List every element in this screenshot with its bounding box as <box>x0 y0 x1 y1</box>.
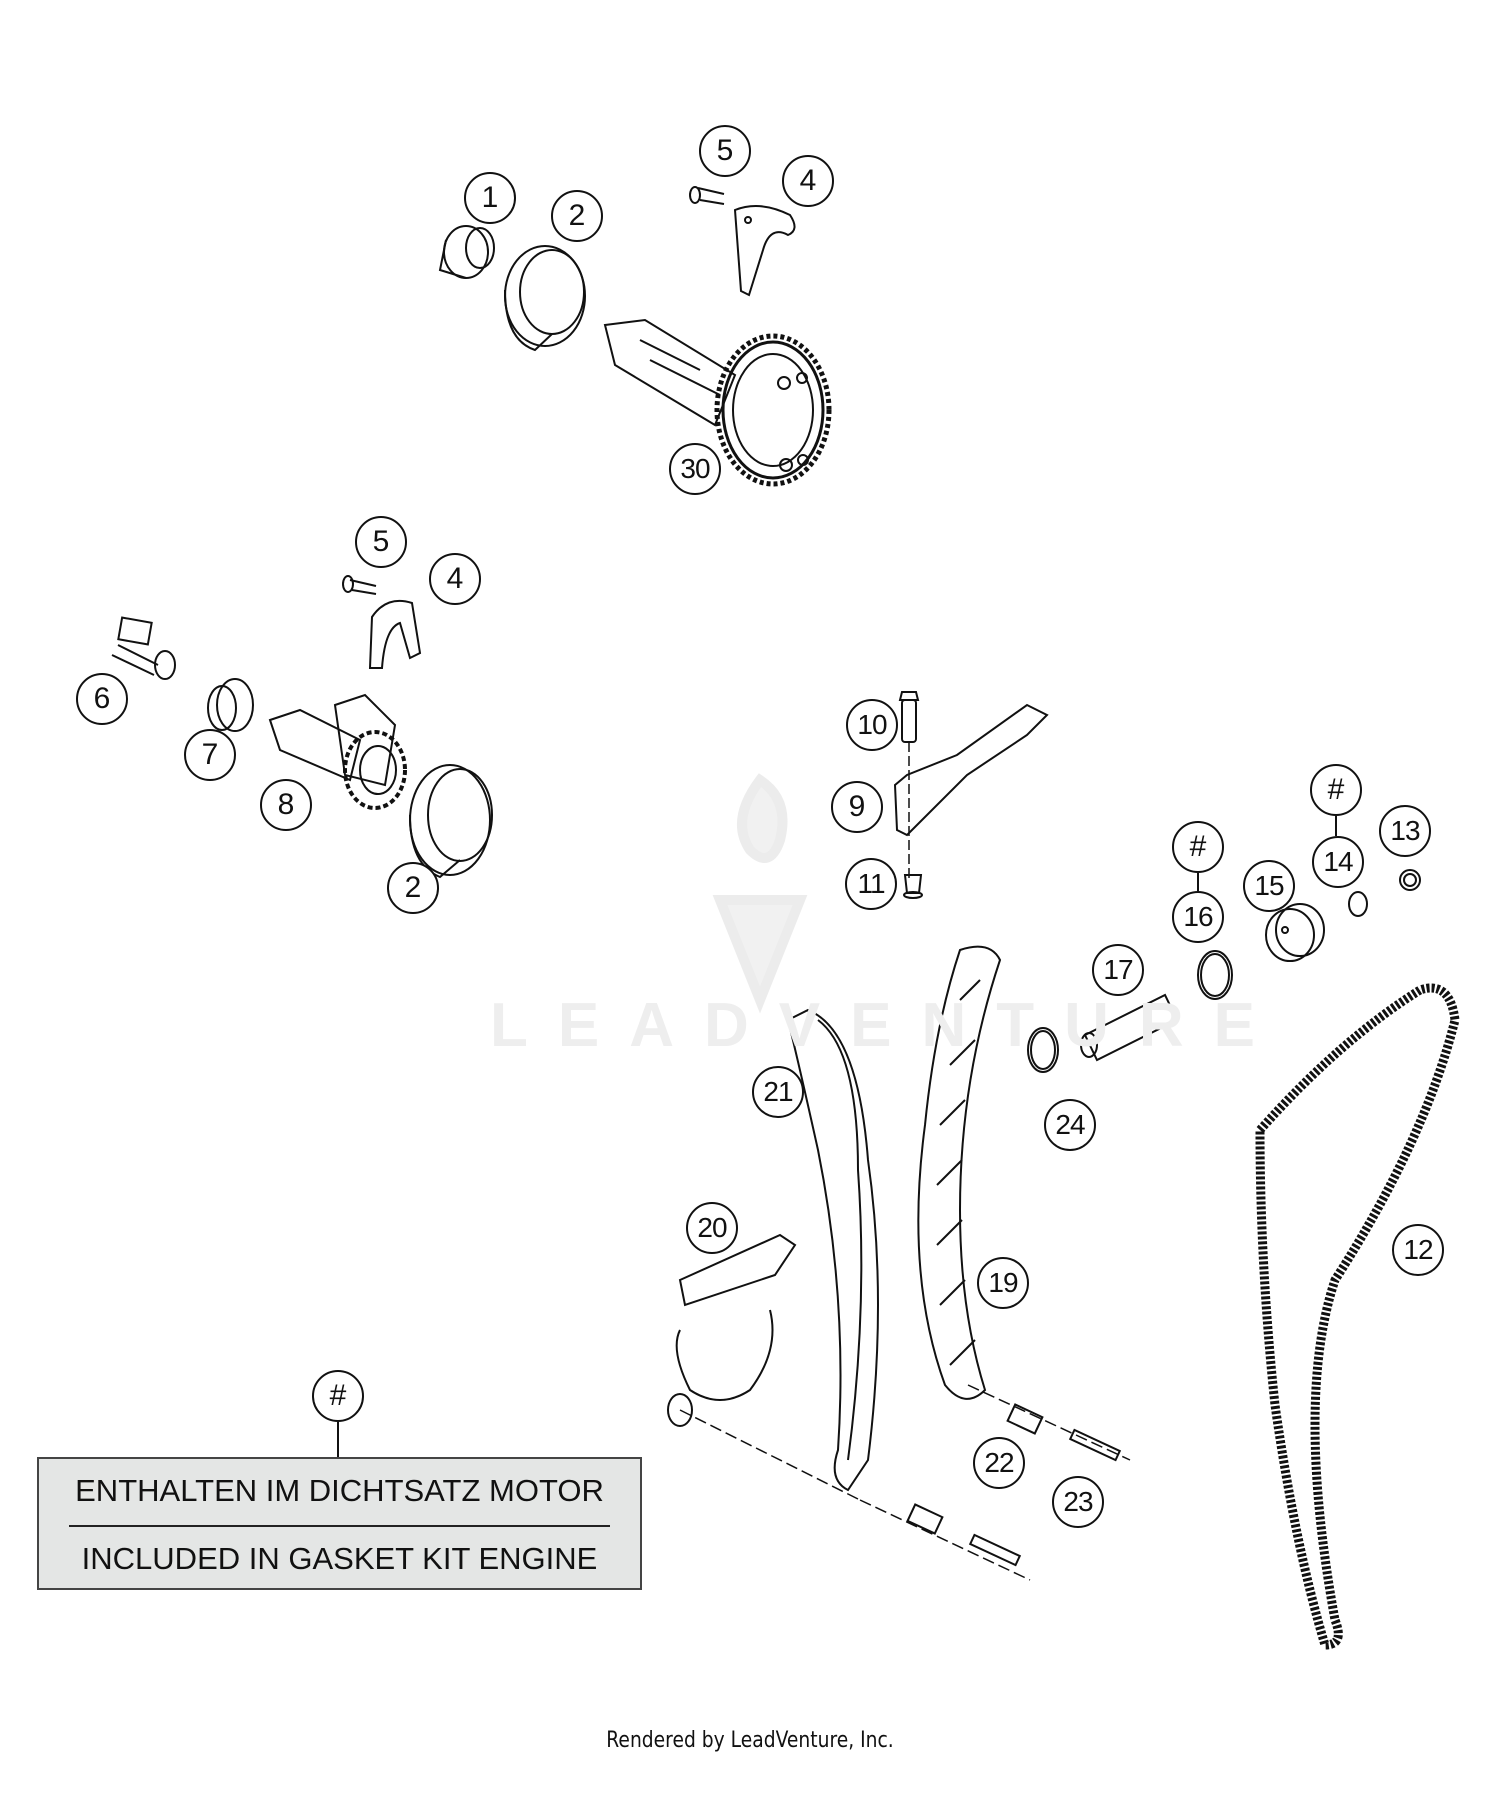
callout-label: 13 <box>1390 815 1420 846</box>
callout-label: 30 <box>680 453 710 484</box>
callout-label: 21 <box>763 1076 793 1107</box>
callout-hash-16[interactable]: # <box>1172 821 1224 873</box>
callout-24[interactable]: 24 <box>1044 1099 1096 1151</box>
callout-4-lower[interactable]: 4 <box>429 553 481 605</box>
watermark-logo-icon <box>712 773 808 1014</box>
callout-label: # <box>1327 773 1345 806</box>
callout-14[interactable]: 14 <box>1312 836 1364 888</box>
callout-label: 4 <box>799 164 817 197</box>
callout-8[interactable]: 8 <box>260 779 312 831</box>
callout-1[interactable]: 1 <box>464 172 516 224</box>
callout-12[interactable]: 12 <box>1392 1224 1444 1276</box>
callout-label: 15 <box>1254 870 1284 901</box>
callout-label: 5 <box>716 134 734 167</box>
watermark-text: LEADVENTURE <box>490 991 1286 1060</box>
callout-label: 20 <box>697 1212 727 1243</box>
callout-15[interactable]: 15 <box>1243 860 1295 912</box>
callout-9[interactable]: 9 <box>831 781 883 833</box>
callout-4[interactable]: 4 <box>782 155 834 207</box>
callout-label: 12 <box>1403 1234 1433 1265</box>
callout-label: 22 <box>984 1447 1014 1478</box>
callout-30[interactable]: 30 <box>669 443 721 495</box>
callout-label: 5 <box>372 525 390 558</box>
callout-label: 4 <box>446 562 464 595</box>
legend-line-german: ENTHALTEN IM DICHTSATZ MOTOR <box>75 1473 604 1508</box>
callout-label: 2 <box>404 871 422 904</box>
callout-label: 23 <box>1063 1486 1093 1517</box>
callout-16[interactable]: 16 <box>1172 891 1224 943</box>
callout-19[interactable]: 19 <box>977 1257 1029 1309</box>
callout-13[interactable]: 13 <box>1379 805 1431 857</box>
callout-label: 9 <box>848 790 866 823</box>
footer-credit: Rendered by LeadVenture, Inc. <box>606 1728 894 1753</box>
callout-10[interactable]: 10 <box>846 699 898 751</box>
callout-label: 14 <box>1323 846 1353 877</box>
callout-2[interactable]: 2 <box>551 190 603 242</box>
callout-20[interactable]: 20 <box>686 1202 738 1254</box>
callout-17[interactable]: 17 <box>1092 944 1144 996</box>
callout-5-lower[interactable]: 5 <box>355 516 407 568</box>
callout-23[interactable]: 23 <box>1052 1476 1104 1528</box>
callout-label: # <box>1189 830 1207 863</box>
callout-label: 6 <box>93 682 111 715</box>
callout-5[interactable]: 5 <box>699 125 751 177</box>
callout-2-lower[interactable]: 2 <box>387 862 439 914</box>
gasket-kit-legend: ENTHALTEN IM DICHTSATZ MOTOR INCLUDED IN… <box>37 1457 642 1590</box>
callout-label: 16 <box>1183 901 1213 932</box>
callout-hash-14[interactable]: # <box>1310 764 1362 816</box>
callout-7[interactable]: 7 <box>184 729 236 781</box>
callout-label: 2 <box>568 199 586 232</box>
callout-label: 17 <box>1103 954 1133 985</box>
callout-6[interactable]: 6 <box>76 673 128 725</box>
callout-label: 11 <box>857 868 885 899</box>
callout-label: 19 <box>988 1267 1018 1298</box>
legend-line-english: INCLUDED IN GASKET KIT ENGINE <box>81 1541 598 1576</box>
callout-label: # <box>329 1379 347 1412</box>
callout-label: 1 <box>481 181 499 214</box>
callout-label: 7 <box>201 738 219 771</box>
callout-22[interactable]: 22 <box>973 1437 1025 1489</box>
callout-label: 10 <box>857 709 887 740</box>
callout-21[interactable]: 21 <box>752 1066 804 1118</box>
callout-label: 24 <box>1055 1109 1085 1140</box>
callout-11[interactable]: 11 <box>845 858 897 910</box>
legend-divider <box>69 1525 610 1527</box>
callout-hash-legend: # <box>312 1370 364 1422</box>
callout-label: 8 <box>277 788 295 821</box>
